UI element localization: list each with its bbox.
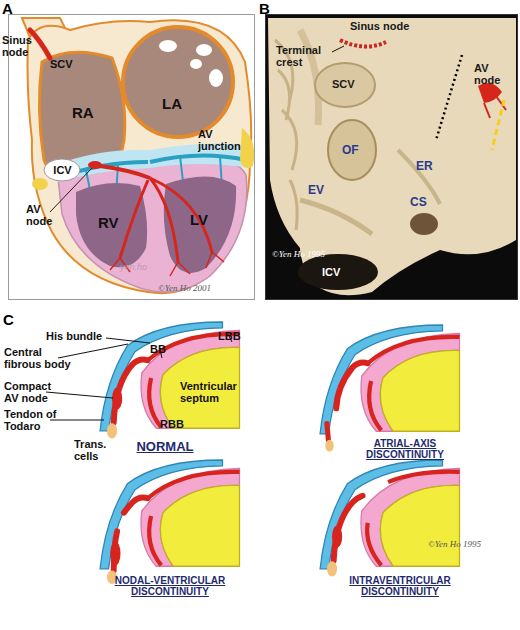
dissection-photo-shape <box>340 40 386 47</box>
structure-label: AV junction <box>198 128 254 152</box>
dissection-photo-shape <box>484 96 506 118</box>
panel-frame: A <box>8 14 255 300</box>
heart-schematic-shape <box>58 157 247 292</box>
structure-label: EV <box>308 184 332 197</box>
structure-label: Compact AV node <box>4 380 60 404</box>
dissection-photo-shape <box>275 40 297 230</box>
heart-schematic-shape <box>196 44 212 56</box>
intraventricular-discontinuity-shape <box>332 525 342 547</box>
intraventricular-discontinuity-shape <box>367 523 381 566</box>
leader-line <box>46 334 232 420</box>
atrial-axis-discontinuity-shape <box>325 440 334 452</box>
nodal-ventricular-discontinuity-shape <box>100 460 239 569</box>
structure-label: SCV <box>50 58 80 70</box>
heart-schematic-shape <box>30 30 50 58</box>
chamber-label: LV <box>190 212 220 229</box>
heart-schematic-shape <box>240 128 254 168</box>
structure-label: OF <box>342 144 366 157</box>
atrial-axis-discontinuity-shape <box>320 325 459 434</box>
atrial-axis-discontinuity-shape <box>336 363 367 409</box>
structure-label: BB <box>150 343 174 355</box>
leader-line-shape <box>50 420 104 421</box>
intraventricular-discontinuity-shape <box>388 472 459 482</box>
leader-line-shape <box>106 338 150 343</box>
structure-label: SCV <box>332 78 362 90</box>
chamber-label: RA <box>72 105 102 122</box>
panel-letter: C <box>3 312 21 329</box>
heart-schematic-shape <box>44 159 80 181</box>
nodal-ventricular-discontinuity-shape <box>148 472 240 498</box>
atrial-axis-discontinuity-shape <box>368 337 460 363</box>
structure-label: His bundle <box>46 330 116 342</box>
heart-schematic-shape <box>32 178 48 190</box>
dissection-photo-shape <box>332 46 344 52</box>
dissection-photo-shape <box>298 254 378 290</box>
panel-letter: B <box>259 0 270 17</box>
structure-label: Trans. cells <box>74 438 120 462</box>
copyright-note: ©Yen Ho 1995 <box>428 540 500 550</box>
heart-schematic <box>22 18 254 293</box>
atrial-axis-discontinuity-shape <box>369 381 381 430</box>
dissection-photo <box>265 14 518 300</box>
dissection-photo-shape <box>300 200 372 234</box>
structure-label: Sinus node <box>350 20 430 32</box>
heart-schematic-shape <box>76 183 147 267</box>
dissection-photo-shape <box>265 14 518 300</box>
normal-axis-shape <box>107 423 117 438</box>
diagram-caption: NORMAL <box>125 440 205 454</box>
heart-schematic-shape <box>159 40 177 52</box>
heart-schematic-shape <box>150 155 246 162</box>
dissection-photo-shape <box>410 213 438 235</box>
intraventricular-discontinuity-shape <box>327 561 337 576</box>
watermark: yen.ho <box>120 263 160 273</box>
intraventricular-discontinuity-shape <box>320 460 459 569</box>
diagram-caption: ATRIAL-AXIS DISCONTINUITY <box>350 438 460 460</box>
structure-label: AV node <box>474 62 510 86</box>
atrial-axis-discontinuity-shape <box>327 424 329 443</box>
heart-schematic-shape <box>100 166 150 178</box>
diagram-caption: INTRAVENTRICULAR DISCONTINUITY <box>340 575 460 597</box>
diagram-caption: NODAL-VENTRICULAR DISCONTINUITY <box>105 575 235 597</box>
structure-label: CS <box>410 196 434 209</box>
structure-label: Ventricular septum <box>180 380 250 404</box>
heart-schematic-shape <box>123 27 233 137</box>
structure-label: Tendon of Todaro <box>4 408 66 432</box>
leader-line-shape <box>58 344 128 358</box>
structure-label: ER <box>416 160 440 173</box>
heart-schematic-shape <box>28 20 252 293</box>
dissection-photo-shape <box>268 18 516 295</box>
structure-label: Central fibrous body <box>4 346 79 370</box>
heart-schematic-shape <box>190 59 202 69</box>
structure-label: LBB <box>218 330 250 342</box>
intraventricular-discontinuity <box>320 460 459 576</box>
heart-schematic-shape <box>110 252 224 276</box>
atrial-axis-discontinuity <box>320 325 459 452</box>
chamber-label: LA <box>162 96 192 113</box>
structure-label: RBB <box>160 418 192 430</box>
chamber-label: RV <box>98 215 128 232</box>
structure-label: AV node <box>26 203 56 227</box>
copyright-note: ©Yen Ho 2001 <box>158 284 253 294</box>
dissection-photo-shape <box>315 63 375 107</box>
dissection-photo-shape <box>436 55 462 140</box>
nodal-ventricular-discontinuity-shape <box>110 542 120 566</box>
heart-schematic-shape <box>209 69 223 87</box>
panel-letter: A <box>2 0 13 17</box>
copyright-note: ©Yen Ho 1995 <box>272 250 352 260</box>
structure-label: ICV <box>322 266 352 278</box>
nodal-ventricular-discontinuity <box>100 460 239 584</box>
structure-label: Sinus node <box>2 34 42 58</box>
normal-axis-shape <box>149 378 161 427</box>
nodal-ventricular-discontinuity-shape <box>149 516 161 565</box>
leader-line-shape <box>46 392 113 398</box>
dissection-photo-shape <box>328 120 376 180</box>
structure-label: Terminal crest <box>276 44 332 68</box>
dissection-photo-shape <box>492 100 504 150</box>
structure-label: ICV <box>50 164 75 176</box>
nodal-ventricular-discontinuity-shape <box>124 498 148 513</box>
normal-axis-shape <box>112 387 122 409</box>
